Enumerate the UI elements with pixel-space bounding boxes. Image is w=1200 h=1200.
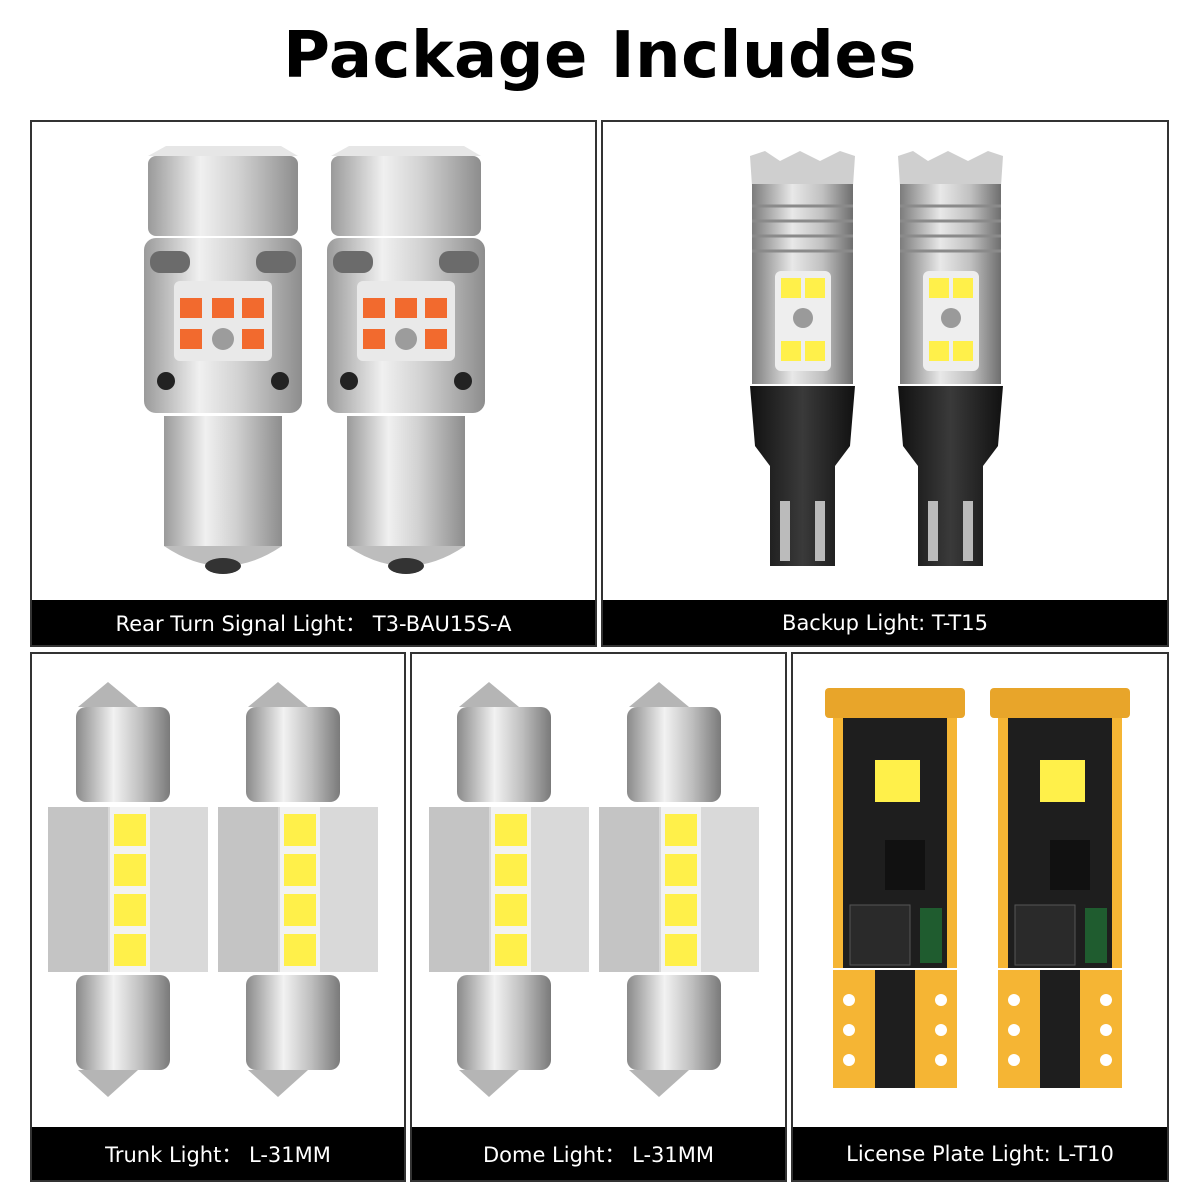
festoon-bulb-pair-image	[428, 682, 759, 1097]
t10-bulb-pair-image	[824, 687, 1131, 1089]
panel-dome: Dome Light： L-31MM	[410, 652, 787, 1182]
panel-license-plate: License Plate Light: L-T10	[791, 652, 1169, 1182]
caption-backup: Backup Light: T-T15	[603, 600, 1167, 645]
t15-bulb-pair-image	[748, 149, 1005, 568]
caption-rear-turn-signal: Rear Turn Signal Light： T3-BAU15S-A	[32, 600, 595, 645]
page-title: Package Includes	[283, 19, 917, 93]
caption-trunk: Trunk Light： L-31MM	[32, 1127, 404, 1180]
panel-trunk: Trunk Light： L-31MM	[30, 652, 406, 1182]
caption-dome: Dome Light： L-31MM	[412, 1127, 785, 1180]
bau15s-bulb-pair-image	[143, 146, 485, 574]
festoon-bulb-pair-image	[48, 682, 378, 1097]
panel-rear-turn-signal: Rear Turn Signal Light： T3-BAU15S-A	[30, 120, 597, 647]
panel-backup: Backup Light: T-T15	[601, 120, 1169, 647]
caption-license-plate: License Plate Light: L-T10	[793, 1127, 1167, 1180]
